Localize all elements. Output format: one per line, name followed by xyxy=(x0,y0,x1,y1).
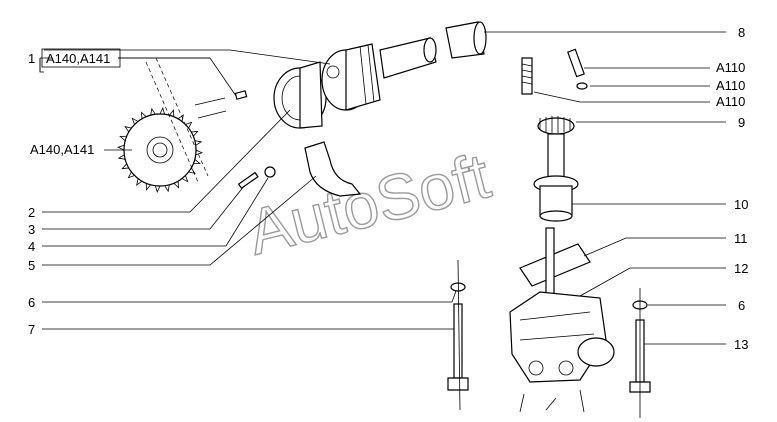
sprocket-tooth xyxy=(194,140,203,146)
callout-10: 10 xyxy=(734,197,748,212)
sprocket-tooth xyxy=(136,178,143,186)
sprocket-tooth xyxy=(195,149,204,156)
sprocket-tooth xyxy=(116,144,125,151)
sprocket-tooth xyxy=(117,154,126,160)
bushing xyxy=(445,21,487,59)
sprocket-tooth xyxy=(131,117,139,125)
callout-6-right: 6 xyxy=(738,298,745,313)
callout-9: 9 xyxy=(738,115,745,130)
sprocket-tooth xyxy=(188,167,196,174)
sprocket-tooth xyxy=(193,159,201,165)
callout-labels: 1 A140,A141 A140,A141 2 3 4 5 6 7 8 A110… xyxy=(28,25,748,352)
bolt-small xyxy=(237,166,276,190)
callout-4: 4 xyxy=(28,239,35,254)
callout-3: 3 xyxy=(28,222,35,237)
gasket xyxy=(519,243,591,287)
sprocket-tooth xyxy=(173,181,180,189)
dowel-pin xyxy=(234,90,248,100)
watermark: AutoSoft xyxy=(241,139,497,268)
callout-13: 13 xyxy=(734,337,748,352)
sprocket-tooth xyxy=(119,135,127,141)
camshaft-housing-ring xyxy=(273,61,327,129)
pump-shaft xyxy=(545,227,555,303)
callout-2: 2 xyxy=(28,205,35,220)
callout-1: 1 xyxy=(28,51,35,66)
sprocket-tooth xyxy=(191,130,199,137)
sprocket-label: A140,A141 xyxy=(30,142,94,157)
sprocket-tooth xyxy=(127,171,135,179)
sprocket-tooth xyxy=(140,111,147,119)
sprocket-tooth xyxy=(169,109,175,117)
callout-5: 5 xyxy=(28,258,35,273)
callout-1-box-label: A140,A141 xyxy=(46,51,110,66)
callout-a110-1: A110 xyxy=(716,60,745,75)
sprocket-tooth xyxy=(181,175,189,183)
studs-a110 xyxy=(521,48,588,95)
sprocket-tooth xyxy=(159,106,166,115)
callout-a110-2: A110 xyxy=(716,78,745,93)
sprocket-tooth xyxy=(154,185,161,194)
oil-pump-body xyxy=(509,291,615,383)
sprocket-tooth xyxy=(185,121,193,129)
callout-11: 11 xyxy=(734,231,748,246)
sprocket-tooth xyxy=(145,183,151,191)
long-bolt-left xyxy=(447,282,469,391)
callout-box xyxy=(41,48,121,68)
sprocket-gear xyxy=(116,57,227,194)
callout-a110-3: A110 xyxy=(716,94,745,109)
drive-shaft-gear xyxy=(321,37,437,111)
bracket-plate xyxy=(304,141,362,197)
leader-lines xyxy=(39,31,726,345)
sprocket-tooth xyxy=(124,126,132,133)
callout-7: 7 xyxy=(28,322,35,337)
sprocket-tooth xyxy=(177,114,184,122)
callout-6-left: 6 xyxy=(28,295,35,310)
sprocket-tooth xyxy=(164,184,170,193)
pump-drive-gear xyxy=(533,116,579,222)
callout-8: 8 xyxy=(738,25,745,40)
sprocket-tooth xyxy=(121,163,129,170)
sprocket-tooth xyxy=(150,107,156,116)
callout-12: 12 xyxy=(734,261,748,276)
